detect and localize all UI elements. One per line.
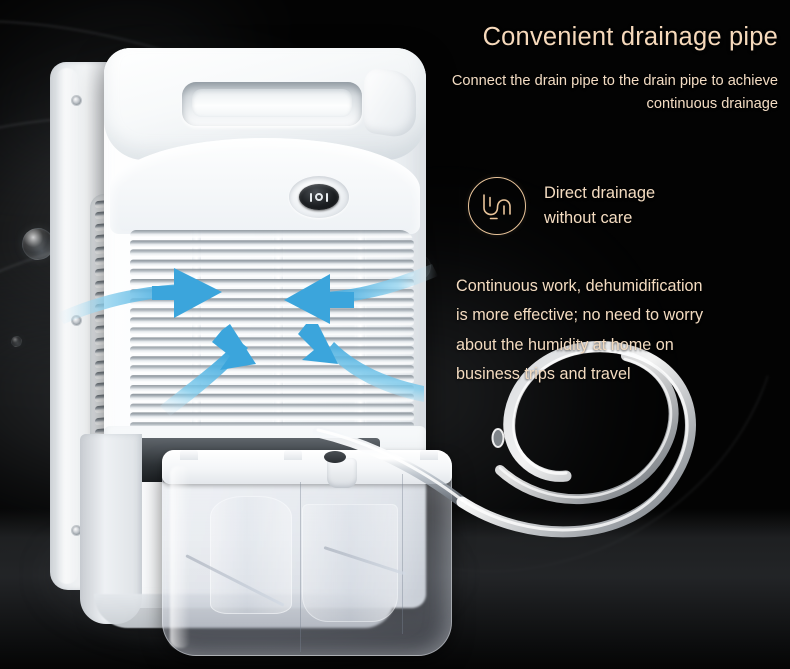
subtitle: Connect the drain pipe to the drain pipe… [451, 72, 778, 113]
grille-louver [130, 278, 414, 286]
page-title: Convenient drainage pipe [482, 23, 778, 51]
tank-lid-notch [284, 450, 302, 460]
switch-line-marking [326, 192, 328, 202]
carry-handle[interactable] [192, 89, 352, 117]
tank-seam [300, 482, 301, 652]
grille-louver [130, 269, 414, 277]
panel-screw [72, 316, 81, 325]
tank-inner-chamber [302, 504, 398, 622]
front-face-curve [110, 138, 420, 234]
grille-divider [192, 230, 201, 442]
grille-louver [130, 259, 414, 267]
grille-divider [274, 230, 283, 442]
dehumidifier-product-image [34, 34, 454, 656]
hose-open-end [491, 428, 505, 448]
grille-louver [130, 288, 414, 296]
grille-louver [130, 239, 414, 247]
product-base-left [80, 434, 142, 624]
grille-divider [356, 230, 365, 442]
grille-louver [130, 403, 414, 411]
grille-louver [130, 308, 414, 316]
grille-louver [130, 336, 414, 344]
description-paragraph: Continuous work, dehumidification is mor… [456, 277, 704, 384]
panel-screw [72, 96, 81, 105]
switch-circle-marking [315, 193, 323, 201]
feature-highlight: Direct drainage without care [468, 177, 655, 235]
drain-pipe-glyph [483, 194, 511, 220]
grille-louver [130, 393, 414, 401]
grille-louver [130, 298, 414, 306]
tank-inner-cylinder [210, 496, 292, 614]
water-droplet [11, 336, 22, 347]
grille-louver [130, 230, 414, 237]
grille-louver [130, 317, 414, 325]
grille-louver [130, 365, 414, 373]
grille-louver [130, 346, 414, 354]
grille-louver [130, 375, 414, 383]
marketing-copy-column: Convenient drainage pipe Connect the dra… [398, 22, 782, 383]
power-rocker-switch[interactable] [299, 184, 339, 210]
tank-seam [402, 474, 403, 634]
tank-lid-notch [180, 450, 198, 460]
grille-louver [130, 249, 414, 257]
front-louver-grille [130, 230, 414, 442]
grille-louver [130, 356, 414, 364]
tank-lid-notch [420, 450, 438, 460]
grille-louver [130, 384, 414, 392]
panel-screw [72, 526, 81, 535]
grille-louver [130, 412, 414, 420]
drain-port-cap [324, 451, 346, 463]
tank-gloss-highlight [170, 466, 190, 648]
grille-louver [130, 327, 414, 335]
feature-label: Direct drainage without care [544, 184, 656, 227]
side-panel-gloss [56, 68, 78, 584]
drain-pipe-icon [468, 177, 526, 235]
water-tank-lid [162, 450, 452, 484]
switch-line-marking [310, 192, 312, 202]
grille-louver [130, 422, 414, 430]
